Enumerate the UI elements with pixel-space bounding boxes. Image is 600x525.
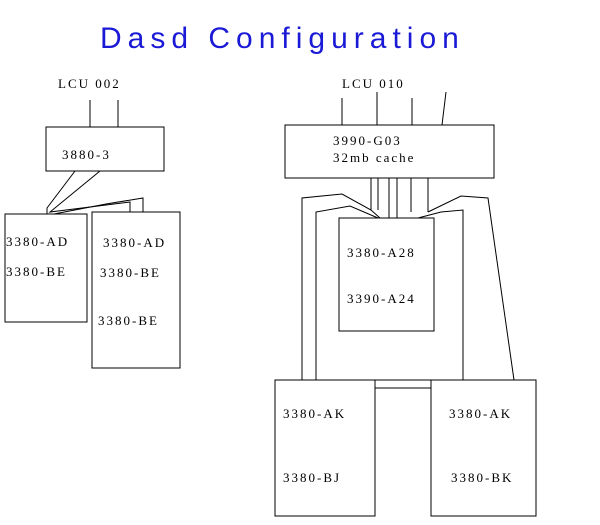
controller-3990-g03 (284, 124, 495, 179)
dasd-unit-bottom-right (430, 379, 537, 517)
dasd-unit-bottom-left-line1: 3380-AK (283, 406, 346, 421)
dasd-unit-bottom-right-line1: 3380-AK (449, 406, 512, 421)
controller-3990-g03-line2: 32mb cache (333, 150, 415, 165)
dasd-unit-left-b-line2: 3380-BE (100, 265, 161, 280)
dasd-unit-center-line1: 3380-A28 (347, 245, 416, 260)
dasd-unit-bottom-left-line2: 3380-BJ (283, 470, 341, 485)
left-loop-outer (301, 193, 381, 380)
lcu-010-label: LCU 010 (342, 76, 405, 91)
dasd-unit-center-line2: 3390-A24 (347, 291, 416, 306)
dasd-unit-left-b-line1: 3380-AD (103, 235, 166, 250)
dasd-unit-left-a (4, 213, 88, 323)
lcu-002-label: LCU 002 (58, 76, 121, 91)
right-loop-inner (417, 209, 464, 380)
dasd-unit-bottom-right-line2: 3380-BK (451, 470, 513, 485)
dasd-unit-center (338, 217, 435, 332)
dasd-unit-left-a-line1: 3380-AD (6, 234, 69, 249)
lcu-010-channel-4 (441, 91, 447, 126)
diagram-title: Dasd Configuration (100, 22, 465, 55)
dasd-unit-left-a-line2: 3380-BE (6, 264, 67, 279)
dasd-unit-left-b-line3: 3380-BE (98, 313, 159, 328)
right-loop-outer (427, 195, 515, 381)
controller-to-units-link-3 (53, 197, 144, 215)
left-loop-inner (315, 205, 379, 380)
controller-to-units-link-2 (48, 170, 131, 213)
left-group: LCU 002 3880-3 3380-AD 3380-BE 3380-AD 3… (4, 76, 181, 369)
controller-3880-3 (45, 126, 165, 172)
dasd-unit-left-b (91, 211, 181, 369)
controller-3880-3-label: 3880-3 (62, 147, 111, 162)
right-group: LCU 010 3990-G03 32mb cache 3380-A28 339… (274, 76, 537, 517)
dasd-unit-bottom-left (274, 379, 376, 517)
controller-to-units-link-1 (46, 170, 76, 214)
controller-3990-g03-line1: 3990-G03 (333, 133, 402, 148)
